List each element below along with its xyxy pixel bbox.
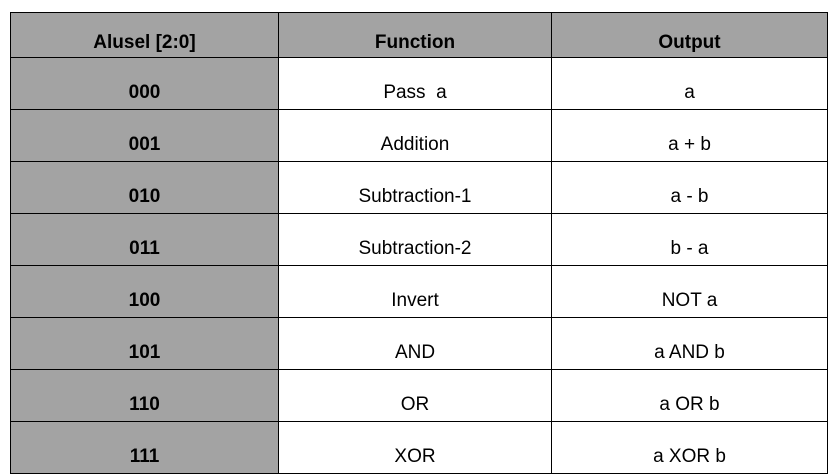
output-cell: b - a	[551, 213, 828, 266]
function-cell: Addition	[278, 109, 552, 162]
alusel-cell: 101	[10, 317, 279, 370]
table-row: 100 Invert NOT a	[10, 265, 828, 318]
output-cell: a XOR b	[551, 421, 828, 474]
table-row: 110 OR a OR b	[10, 369, 828, 422]
output-cell: a AND b	[551, 317, 828, 370]
function-cell: OR	[278, 369, 552, 422]
alusel-cell: 111	[10, 421, 279, 474]
alusel-cell: 010	[10, 161, 279, 214]
table-header: Alusel [2:0] Function Output	[10, 12, 828, 58]
output-cell: NOT a	[551, 265, 828, 318]
function-cell: Pass a	[278, 57, 552, 110]
alusel-cell: 011	[10, 213, 279, 266]
table-row: 101 AND a AND b	[10, 317, 828, 370]
header-row: Alusel [2:0] Function Output	[10, 12, 828, 58]
table-body: 000 Pass a a 001 Addition a + b 010 Subt…	[10, 57, 828, 474]
output-cell: a - b	[551, 161, 828, 214]
table-row: 010 Subtraction-1 a - b	[10, 161, 828, 214]
header-output: Output	[551, 12, 828, 58]
output-cell: a + b	[551, 109, 828, 162]
table-row: 001 Addition a + b	[10, 109, 828, 162]
header-alusel: Alusel [2:0]	[10, 12, 279, 58]
function-cell: Invert	[278, 265, 552, 318]
function-cell: XOR	[278, 421, 552, 474]
table-row: 011 Subtraction-2 b - a	[10, 213, 828, 266]
alusel-cell: 100	[10, 265, 279, 318]
alusel-cell: 110	[10, 369, 279, 422]
function-cell: AND	[278, 317, 552, 370]
output-cell: a	[551, 57, 828, 110]
output-cell: a OR b	[551, 369, 828, 422]
alusel-cell: 001	[10, 109, 279, 162]
alusel-cell: 000	[10, 57, 279, 110]
table-row: 111 XOR a XOR b	[10, 421, 828, 474]
alu-function-table: Alusel [2:0] Function Output 000 Pass a …	[10, 12, 828, 474]
table-row: 000 Pass a a	[10, 57, 828, 110]
header-function: Function	[278, 12, 552, 58]
function-cell: Subtraction-2	[278, 213, 552, 266]
alu-function-table-container: Alusel [2:0] Function Output 000 Pass a …	[10, 12, 828, 474]
function-cell: Subtraction-1	[278, 161, 552, 214]
